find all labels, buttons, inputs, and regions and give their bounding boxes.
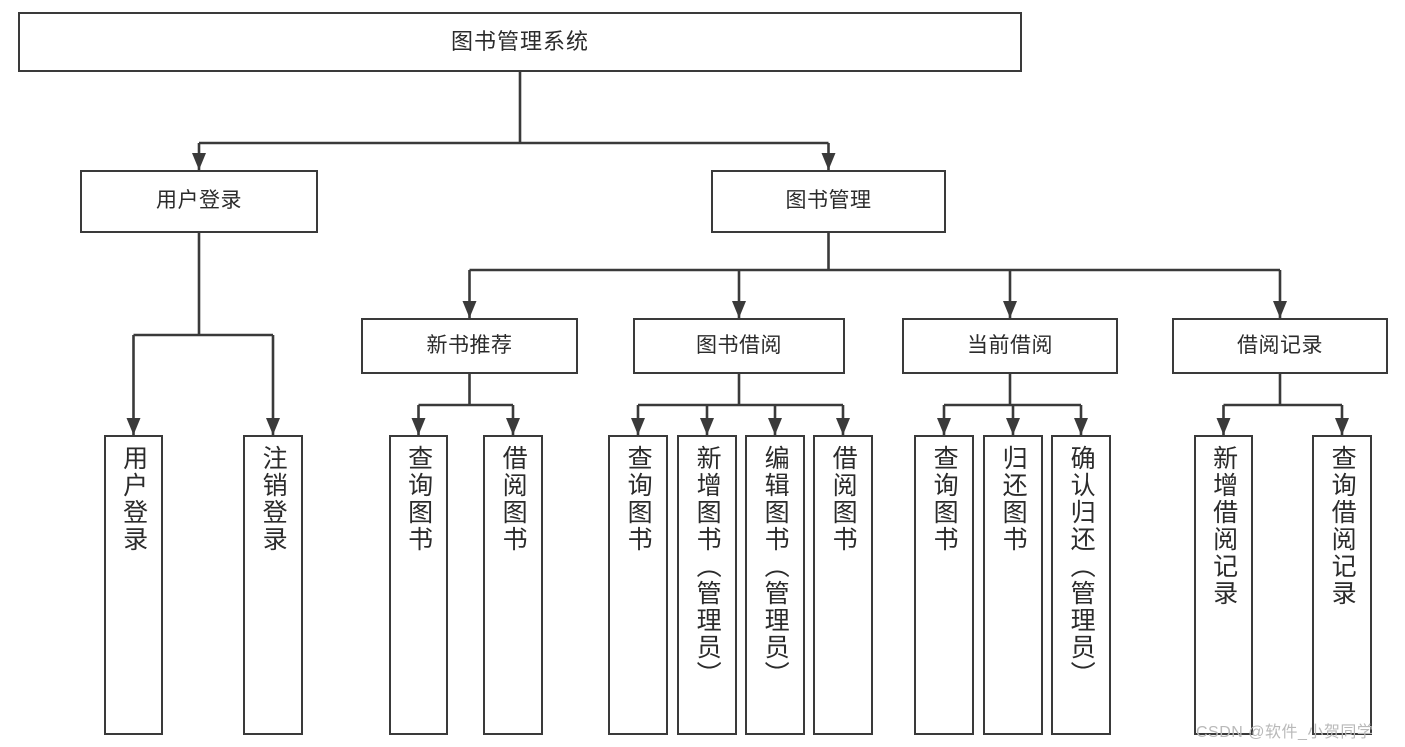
node-label-new-book-rec: 新书推荐 [426,333,513,357]
node-new-book-rec[interactable]: 新书推荐 [361,318,578,374]
arrow-icon-book-borrow-split-1 [700,418,714,435]
arrow-icon-book-borrow-split-0 [631,418,645,435]
arrow-icon-book-manage-split-1 [732,301,746,318]
node-label-leaf-query-book-2: 查询图书 [624,445,653,553]
arrow-icon-book-manage-split-0 [462,301,477,318]
node-leaf-query-record[interactable]: 查询借阅记录 [1312,435,1372,735]
arrow-icon-root-split-0 [192,153,206,170]
node-label-leaf-borrow-book-2: 借阅图书 [829,445,858,553]
arrow-icon-book-manage-split-2 [1003,301,1017,318]
node-label-leaf-user-login: 用户登录 [119,445,148,553]
node-leaf-edit-book[interactable]: 编辑图书（管理员） [745,435,805,735]
node-user-login[interactable]: 用户登录 [80,170,318,233]
node-book-manage[interactable]: 图书管理 [711,170,946,233]
arrow-icon-root-split-1 [821,153,836,170]
node-leaf-query-book-1[interactable]: 查询图书 [389,435,448,735]
node-current-borrow[interactable]: 当前借阅 [902,318,1118,374]
arrow-icon-book-manage-split-3 [1273,301,1287,318]
arrow-icon-new-book-rec-split-1 [506,418,520,435]
node-leaf-add-record[interactable]: 新增借阅记录 [1194,435,1253,735]
node-label-leaf-query-book-3: 查询图书 [930,445,959,553]
node-label-leaf-borrow-book-1: 借阅图书 [499,445,528,553]
node-leaf-query-book-2[interactable]: 查询图书 [608,435,668,735]
node-label-leaf-logout: 注销登录 [259,445,288,553]
node-book-borrow[interactable]: 图书借阅 [633,318,845,374]
node-label-leaf-return-book: 归还图书 [999,445,1028,553]
arrow-icon-user-login-split-1 [266,418,280,435]
node-root[interactable]: 图书管理系统 [18,12,1022,72]
node-label-leaf-add-record: 新增借阅记录 [1209,445,1238,607]
arrow-icon-current-borrow-split-2 [1074,418,1088,435]
node-leaf-borrow-book-2[interactable]: 借阅图书 [813,435,873,735]
node-leaf-user-login[interactable]: 用户登录 [104,435,163,735]
node-leaf-return-book[interactable]: 归还图书 [983,435,1043,735]
node-label-leaf-add-book: 新增图书（管理员） [693,445,722,688]
node-leaf-logout[interactable]: 注销登录 [243,435,303,735]
arrow-icon-book-borrow-split-3 [836,418,850,435]
node-leaf-add-book[interactable]: 新增图书（管理员） [677,435,737,735]
arrow-icon-current-borrow-split-1 [1006,418,1020,435]
node-label-leaf-confirm-return: 确认归还（管理员） [1067,445,1096,688]
arrow-icon-current-borrow-split-0 [937,418,951,435]
arrow-icon-borrow-record-split-1 [1335,418,1349,435]
node-label-leaf-query-record: 查询借阅记录 [1328,445,1357,607]
node-label-book-manage: 图书管理 [785,189,872,213]
arrow-icon-borrow-record-split-0 [1216,418,1231,435]
node-borrow-record[interactable]: 借阅记录 [1172,318,1388,374]
node-label-leaf-edit-book: 编辑图书（管理员） [761,445,790,688]
arrow-icon-book-borrow-split-2 [768,418,782,435]
node-label-current-borrow: 当前借阅 [967,333,1053,357]
node-label-borrow-record: 借阅记录 [1237,333,1323,357]
arrow-icon-new-book-rec-split-0 [411,418,426,435]
node-label-user-login: 用户登录 [156,189,242,213]
arrow-icon-user-login-split-0 [126,418,141,435]
node-label-book-borrow: 图书借阅 [696,333,782,357]
node-label-root: 图书管理系统 [450,29,589,55]
node-leaf-confirm-return[interactable]: 确认归还（管理员） [1051,435,1111,735]
node-leaf-query-book-3[interactable]: 查询图书 [914,435,974,735]
node-leaf-borrow-book-1[interactable]: 借阅图书 [483,435,543,735]
node-label-leaf-query-book-1: 查询图书 [404,445,433,553]
